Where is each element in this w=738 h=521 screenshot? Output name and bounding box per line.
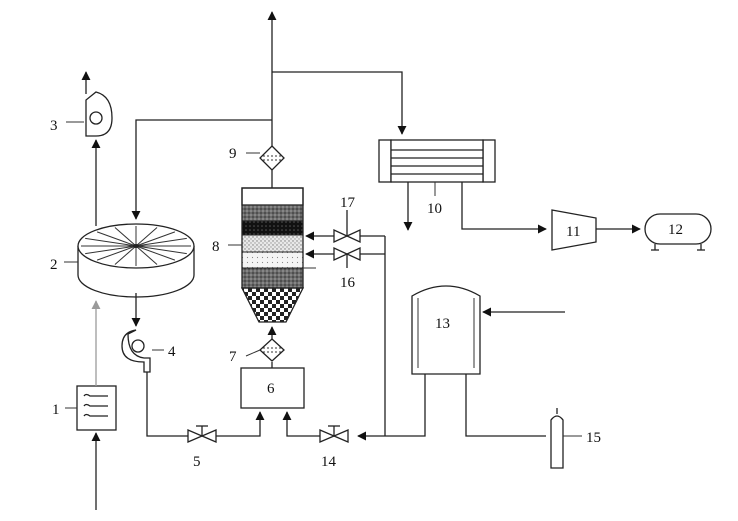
label-11: 11 <box>566 224 580 240</box>
label-9: 9 <box>229 146 237 162</box>
component-11-compressor <box>551 209 597 251</box>
component-12-tank <box>644 213 712 251</box>
component-10-condenser <box>378 139 496 196</box>
component-9-filter <box>246 145 285 188</box>
label-5: 5 <box>193 454 201 470</box>
wheel-spoke <box>135 227 158 247</box>
component-1-heater <box>65 385 117 431</box>
label-6: 6 <box>267 381 275 397</box>
wheel-spoke <box>135 245 176 261</box>
valve-17 <box>333 210 361 244</box>
component-7-filter <box>245 338 285 368</box>
label-10: 10 <box>427 201 442 217</box>
wheel-spoke <box>135 231 176 247</box>
component-6-box <box>240 367 305 409</box>
label-15: 15 <box>586 430 601 446</box>
valve-5 <box>187 425 217 443</box>
component-13-vessel <box>411 285 481 375</box>
label-17: 17 <box>340 195 356 211</box>
label-1: 1 <box>52 402 60 418</box>
pipe-10-to-11 <box>461 182 547 234</box>
wheel-spoke <box>135 237 187 247</box>
label-8: 8 <box>212 239 220 255</box>
component-3-fan <box>66 91 113 137</box>
label-16: 16 <box>340 275 356 291</box>
wheel-spoke <box>96 245 137 261</box>
wheel-spoke <box>114 245 137 265</box>
pipe-13-to-15 <box>465 374 546 437</box>
component-2-rotary-wheel <box>64 223 195 298</box>
pipe-to-wheel <box>131 119 272 220</box>
label-4: 4 <box>168 344 176 360</box>
component-8-column <box>228 187 305 323</box>
pipe-14-to-6 <box>282 411 320 437</box>
wheel-spoke <box>135 245 187 255</box>
pipe-to-condenser <box>272 71 407 135</box>
label-13: 13 <box>435 316 450 332</box>
wheel-spoke <box>96 231 137 247</box>
component-4-fan <box>121 329 164 373</box>
label-2: 2 <box>50 257 58 273</box>
label-7: 7 <box>229 349 237 365</box>
label-12: 12 <box>668 222 683 238</box>
wheel-spoke <box>85 237 137 247</box>
pipe-13-left <box>388 374 426 437</box>
wheel-spoke <box>85 245 137 255</box>
valve-16 <box>333 246 361 268</box>
label-3: 3 <box>50 118 58 134</box>
wheel-spoke <box>135 245 158 265</box>
component-15-gas-cylinder <box>550 408 582 469</box>
label-14: 14 <box>321 454 337 470</box>
pipe-4-to-5 <box>146 372 188 437</box>
valve-14 <box>319 425 349 443</box>
pipe-5-to-6 <box>216 411 265 437</box>
wheel-spoke <box>114 227 137 247</box>
